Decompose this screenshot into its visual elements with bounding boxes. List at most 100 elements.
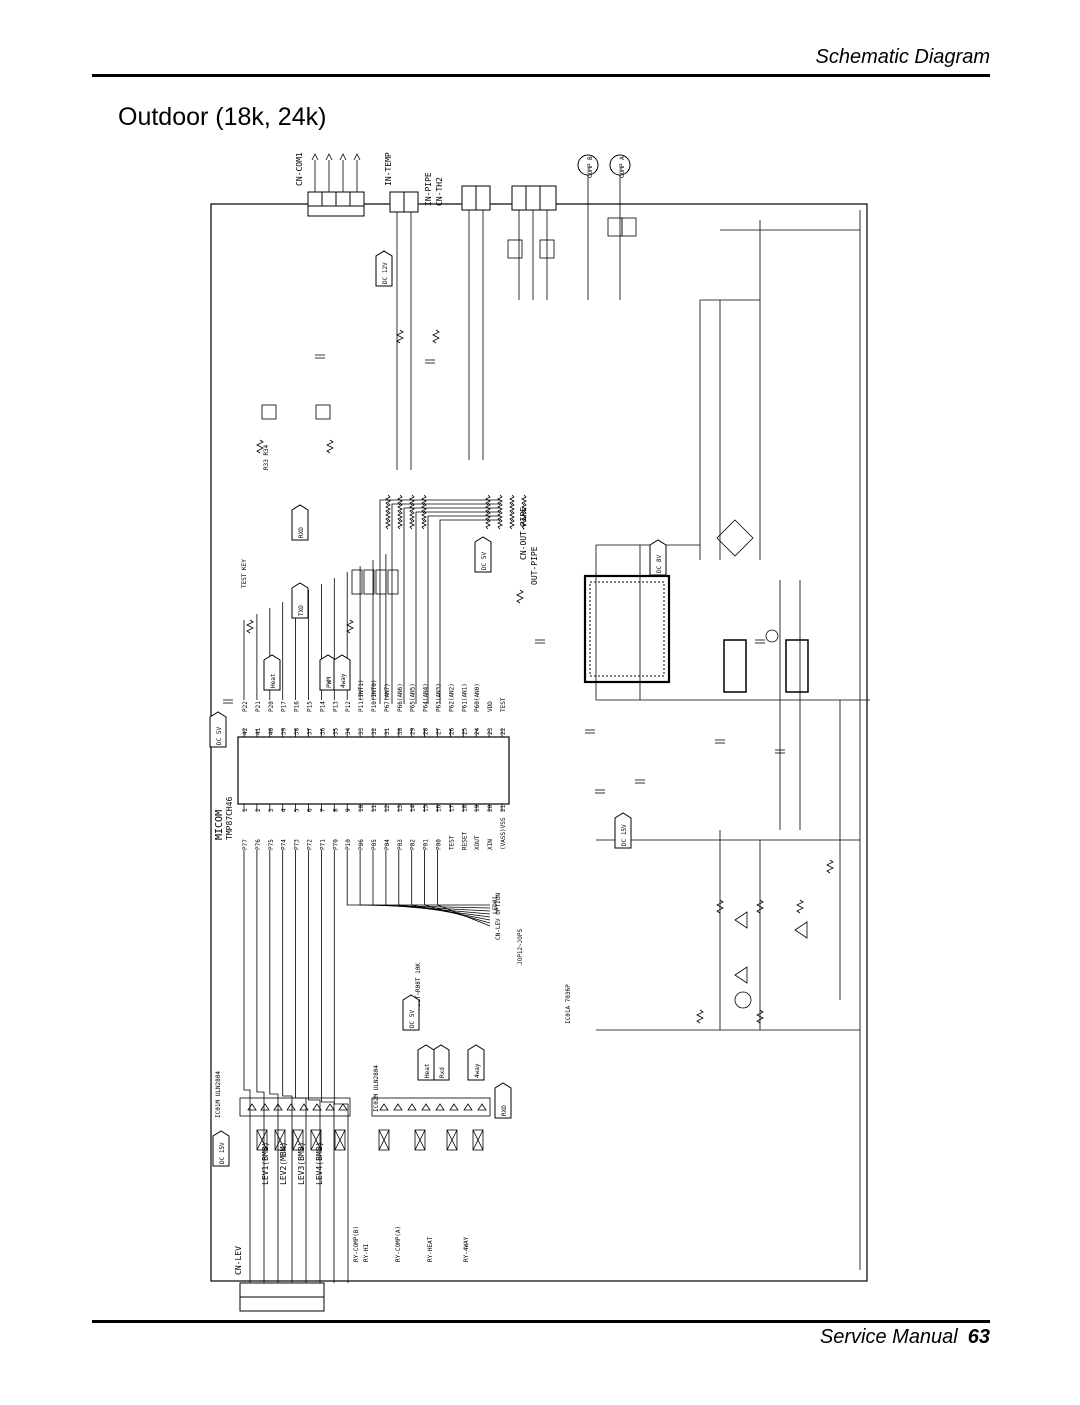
wire	[282, 850, 293, 1283]
driver-triangle	[379, 1103, 389, 1111]
resistor	[485, 494, 491, 506]
pin-name: P05	[371, 839, 378, 850]
svg-text:P11(INT1): P11(INT1)	[358, 679, 365, 712]
arrow	[325, 153, 333, 161]
signal-tag: Heat	[263, 654, 281, 691]
power-tag: DC 8V	[649, 539, 667, 576]
driver-triangle	[463, 1103, 473, 1111]
pin-number: 8	[332, 808, 339, 812]
pin-number: 2	[255, 808, 262, 812]
pin-name: P16	[294, 701, 301, 712]
page-title: Outdoor (18k, 24k)	[118, 103, 327, 131]
transformer-1	[723, 639, 747, 693]
svg-text:38: 38	[294, 727, 301, 735]
svg-text:1: 1	[242, 808, 249, 812]
relay-coil-x	[292, 1129, 304, 1151]
svg-text:15: 15	[423, 804, 430, 812]
pin-name: RESET	[461, 832, 468, 850]
svg-text:4way: 4way	[340, 673, 347, 688]
svg-text:TEST: TEST	[500, 697, 507, 712]
driver-triangle	[273, 1103, 283, 1111]
resistor	[385, 510, 391, 522]
pin-number: 28	[423, 727, 430, 735]
relay-coil	[446, 1129, 458, 1151]
in-pipe-label: IN-PIPE	[424, 172, 433, 206]
svg-text:26: 26	[448, 727, 455, 735]
resistor	[421, 510, 427, 522]
svg-text:P17: P17	[281, 701, 288, 712]
svg-text:RXD: RXD	[501, 1105, 508, 1116]
resistor	[397, 518, 403, 530]
svg-text:36: 36	[319, 727, 326, 735]
resistor	[521, 494, 527, 506]
svg-text:P63(AN3): P63(AN3)	[436, 683, 443, 712]
svg-text:41: 41	[255, 727, 262, 735]
signal-tag: Rxd	[432, 1044, 450, 1081]
micom-pins: 1P772P763P754P745P736P727P718P709P1010P0…	[242, 679, 507, 850]
svg-text:P02: P02	[410, 839, 417, 850]
power-tag: DC 5V	[474, 536, 492, 573]
power-ic-inner	[589, 581, 665, 677]
pin-name: P21	[255, 701, 262, 712]
driver-triangle	[325, 1103, 335, 1111]
jumper	[363, 569, 375, 595]
pin-name: P73	[294, 839, 301, 850]
wire	[385, 850, 491, 915]
resistor	[485, 510, 491, 522]
relay-coil	[472, 1129, 484, 1151]
svg-text:PWM: PWM	[326, 677, 333, 688]
pin-name: P03	[397, 839, 404, 850]
svg-text:DC 12V: DC 12V	[382, 262, 389, 284]
pin-name: P65(AN5)	[410, 683, 417, 712]
ic-label: IC02M ULN2804	[373, 1065, 380, 1112]
relay-coil	[378, 1129, 390, 1151]
uln2804-chip	[239, 1097, 351, 1117]
driver-triangle	[338, 1103, 348, 1111]
svg-text:P73: P73	[294, 839, 301, 850]
svg-text:33: 33	[358, 727, 365, 735]
pin-number: 35	[332, 727, 339, 735]
power-tag: DC 5V	[209, 711, 227, 748]
resistor	[397, 494, 403, 506]
svg-text:12: 12	[384, 804, 391, 812]
pin-name: XIN	[487, 839, 494, 850]
resistor	[409, 494, 415, 506]
signal-tag: RXD	[494, 1082, 512, 1119]
resistor	[497, 518, 503, 530]
note-label: TEST KEY	[241, 559, 248, 588]
svg-text:16: 16	[436, 804, 443, 812]
svg-text:P00: P00	[436, 839, 443, 850]
svg-text:RXD: RXD	[298, 527, 305, 538]
relay-coil-x	[414, 1129, 426, 1151]
comp-b-label: COMP B	[587, 156, 594, 178]
pin-name: P20	[268, 701, 275, 712]
svg-text:40: 40	[268, 727, 275, 735]
micom-part: TMP87CH46	[225, 796, 234, 840]
wire	[333, 850, 349, 1283]
svg-text:20: 20	[487, 804, 494, 812]
svg-text:XIN: XIN	[487, 839, 494, 850]
resistor	[696, 1009, 704, 1024]
svg-text:VDD: VDD	[487, 701, 494, 712]
header-rule	[92, 74, 990, 77]
svg-text:DC 5V: DC 5V	[216, 727, 223, 745]
op-amp	[794, 921, 808, 939]
wire	[398, 850, 491, 918]
svg-text:7: 7	[319, 808, 326, 812]
svg-text:4way: 4way	[474, 1063, 481, 1078]
resistor	[521, 510, 527, 522]
op-amp	[734, 966, 748, 984]
pin-name: VDD	[487, 701, 494, 712]
pin-number: 24	[474, 727, 481, 735]
pin-name: P60(AN0)	[474, 683, 481, 712]
resistor	[397, 502, 403, 514]
pin-name: P75	[268, 839, 275, 850]
resistor	[521, 502, 527, 514]
fan-connector	[511, 185, 557, 211]
relay-output-label: RY-HEAT	[427, 1236, 434, 1262]
relay-output-label: RY-HI	[363, 1244, 370, 1262]
svg-text:P74: P74	[281, 839, 288, 850]
driver-triangle	[260, 1103, 270, 1111]
wire	[596, 229, 870, 1031]
